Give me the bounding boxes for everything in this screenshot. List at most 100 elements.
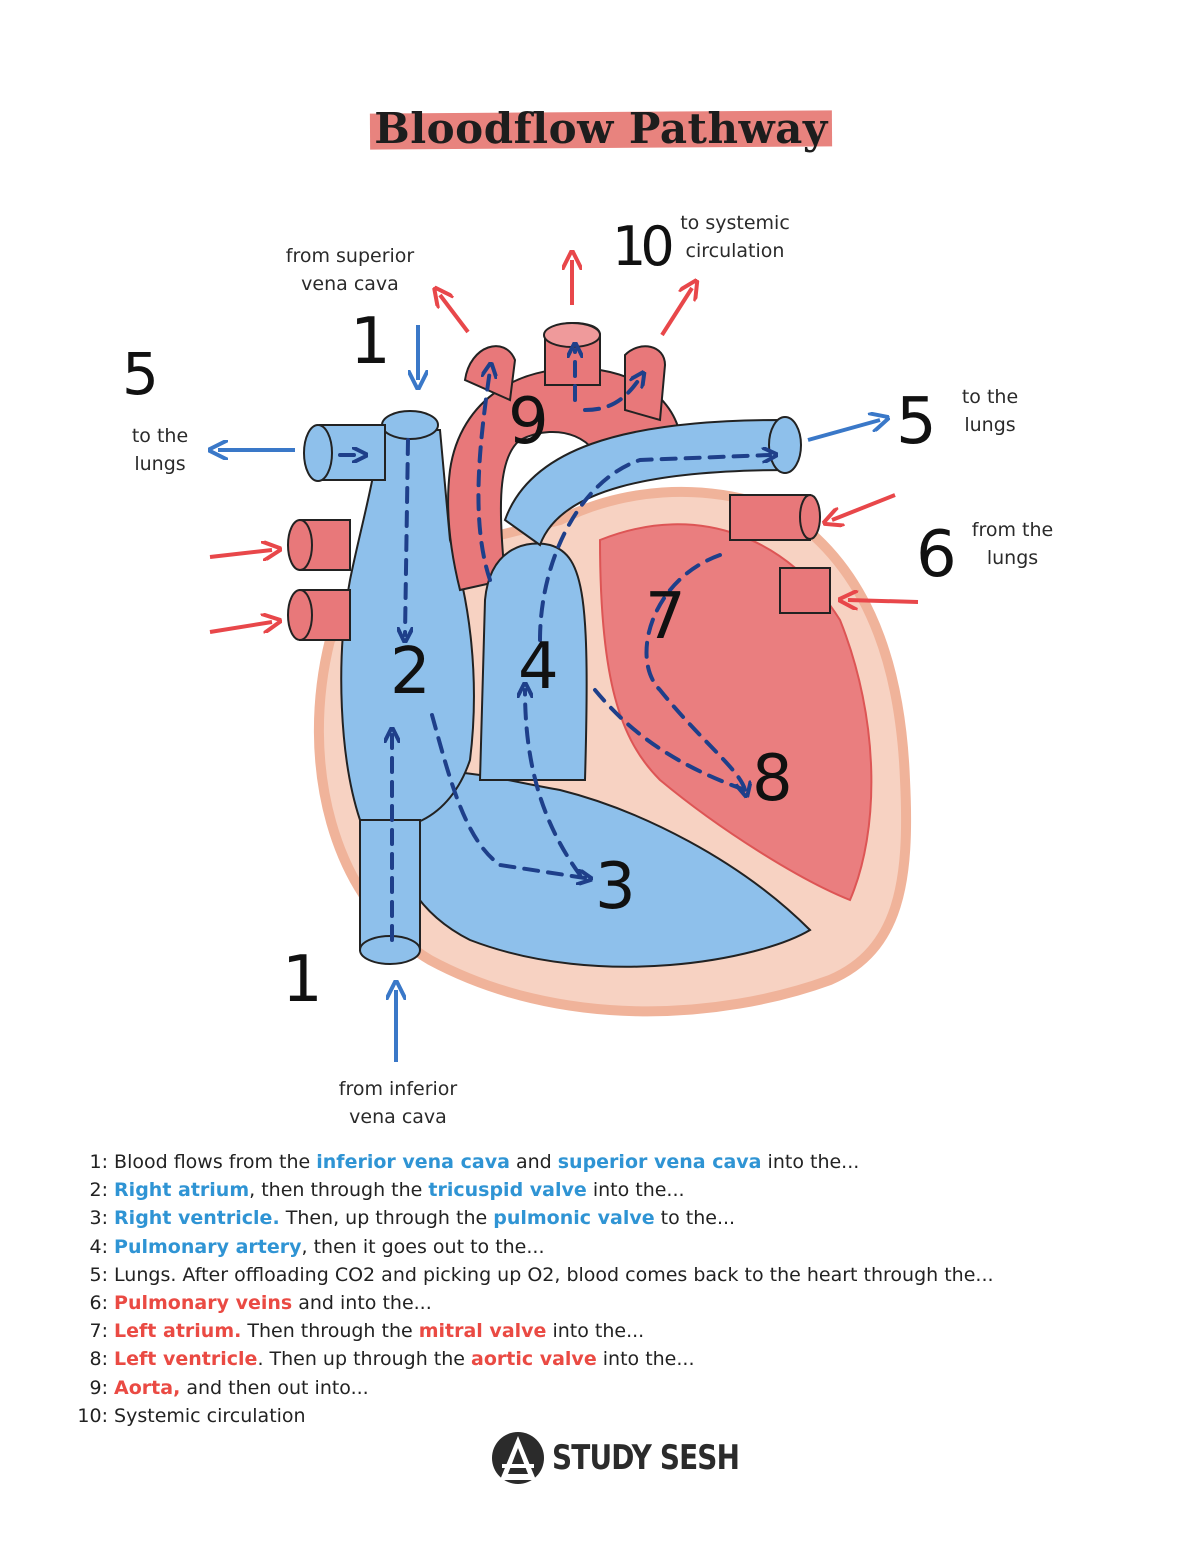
step-term: Pulmonary veins — [114, 1292, 293, 1315]
step-number-8: 8 — [752, 742, 793, 816]
pulmonary-vein-right-2 — [779, 567, 831, 614]
step-index: 10: — [77, 1404, 108, 1427]
label-line: from inferior — [338, 1078, 458, 1100]
step-index: 9: — [89, 1376, 109, 1399]
step-index: 8: — [89, 1348, 109, 1371]
flow-path-lv — [593, 688, 747, 792]
step-number-5-left: 5 — [122, 340, 159, 408]
step-text: Blood flows from the — [114, 1151, 317, 1173]
step-item: 4: Pulmonary artery, then it goes out to… — [60, 1233, 1160, 1261]
step-term: Left atrium. — [114, 1320, 242, 1343]
step-term: Left ventricle — [114, 1348, 258, 1371]
step-number-6: 6 — [916, 518, 957, 592]
step-text: into the... — [596, 1348, 695, 1371]
step-index: 5: — [89, 1263, 109, 1286]
step-number-7: 7 — [645, 580, 686, 654]
label-line: vena cava — [301, 273, 399, 295]
label-from-lungs: from the lungs — [960, 516, 1065, 572]
arrow-from-lungs-r2 — [848, 600, 919, 602]
step-text: , then it goes out to the... — [301, 1235, 545, 1258]
step-text: into the... — [586, 1179, 685, 1202]
label-line: circulation — [685, 240, 785, 262]
arrow-systemic-1 — [440, 295, 470, 334]
flow-path-ra — [405, 438, 408, 635]
step-item: 2: Right atrium, then through the tricus… — [60, 1176, 1160, 1204]
step-index: 6: — [89, 1292, 109, 1315]
arrow-from-lungs-l2 — [209, 622, 272, 634]
label-line: to the — [131, 425, 189, 447]
study-sesh-logo-icon — [492, 1432, 544, 1484]
step-index: 3: — [89, 1207, 109, 1230]
step-term: tricuspid valve — [428, 1179, 587, 1202]
step-item: 5: Lungs. After offloading CO2 and picki… — [60, 1261, 1160, 1289]
step-item: 3: Right ventricle. Then, up through the… — [60, 1204, 1160, 1232]
page-title: Bloodflow Pathway — [374, 104, 828, 153]
step-text: into the... — [546, 1320, 645, 1343]
step-number-1-top: 1 — [350, 305, 391, 379]
label-superior-vena-cava: from superior vena cava — [270, 242, 430, 298]
step-item: 6: Pulmonary veins and into the... — [60, 1289, 1160, 1317]
label-systemic-circulation: to systemic circulation — [665, 209, 805, 265]
step-item: 8: Left ventricle. Then up through the a… — [60, 1345, 1160, 1373]
label-line: lungs — [134, 453, 186, 475]
label-line: to the — [961, 386, 1019, 408]
step-text: and — [509, 1151, 558, 1173]
step-number-3: 3 — [595, 850, 636, 924]
step-index: 2: — [89, 1179, 109, 1202]
logo-text: STUDY SESH — [552, 1438, 740, 1478]
step-term: Right atrium — [114, 1179, 250, 1202]
label-inferior-vena-cava: from inferior vena cava — [318, 1075, 478, 1131]
step-text: Lungs. After offloading CO2 and picking … — [114, 1263, 994, 1286]
flow-path-pa-up — [538, 455, 770, 642]
label-line: from superior — [285, 245, 415, 267]
step-term: Pulmonary artery — [114, 1235, 302, 1258]
arrow-systemic-3 — [660, 288, 692, 337]
step-term: superior vena cava — [557, 1151, 762, 1173]
step-number-10: 10 — [612, 215, 675, 278]
step-text: and then out into... — [180, 1376, 369, 1399]
step-item: 7: Left atrium. Then through the mitral … — [60, 1317, 1160, 1345]
label-line: from the — [971, 519, 1054, 541]
pulmonary-artery — [478, 542, 588, 781]
step-text: and into the... — [292, 1292, 432, 1315]
superior-vena-cava-top — [381, 410, 439, 440]
step-text: Then, up through the — [279, 1207, 494, 1230]
step-term: pulmonic valve — [493, 1207, 655, 1230]
step-item: 1: Blood flows from the inferior vena ca… — [60, 1148, 1160, 1176]
step-index: 4: — [89, 1235, 109, 1258]
label-line: lungs — [964, 414, 1016, 436]
step-number-2: 2 — [390, 635, 431, 709]
flow-path-la — [644, 553, 746, 790]
pulmonary-artery-right-end — [768, 416, 802, 474]
step-number-5-right: 5 — [896, 385, 937, 459]
step-number-4: 4 — [518, 630, 559, 704]
step-text: Then through the — [241, 1320, 419, 1343]
pulmonary-vein-right-1 — [729, 494, 811, 541]
step-item: 9: Aorta, and then out into... — [60, 1374, 1160, 1402]
flow-path-aorta — [476, 370, 490, 582]
label-to-lungs-left: to the lungs — [110, 422, 210, 478]
step-text: , then through the — [249, 1179, 429, 1202]
arrow-from-lungs-r1 — [832, 493, 896, 520]
label-line: lungs — [986, 547, 1039, 569]
label-line: vena cava — [349, 1106, 447, 1128]
step-text: into the... — [761, 1151, 860, 1173]
step-number-1-bottom: 1 — [282, 943, 323, 1017]
step-term: Right ventricle. — [114, 1207, 280, 1230]
step-number-9: 9 — [508, 385, 549, 459]
label-line: to systemic — [680, 212, 790, 234]
flow-path-pa — [525, 690, 582, 877]
step-text: . Then up through the — [257, 1348, 471, 1371]
right-ventricle — [387, 770, 812, 968]
arrow-from-lungs-l1 — [209, 550, 272, 557]
left-ventricle — [598, 523, 873, 902]
step-term: mitral valve — [418, 1320, 547, 1343]
steps-list: 1: Blood flows from the inferior vena ca… — [60, 1148, 1160, 1430]
step-term: aortic valve — [471, 1348, 597, 1371]
step-term: inferior vena cava — [316, 1151, 510, 1173]
study-sesh-logo: STUDY SESH — [490, 1428, 780, 1488]
step-item: 10: Systemic circulation — [60, 1402, 1160, 1430]
flow-path-rv — [430, 713, 585, 878]
pulmonary-artery-left-end — [303, 424, 333, 482]
